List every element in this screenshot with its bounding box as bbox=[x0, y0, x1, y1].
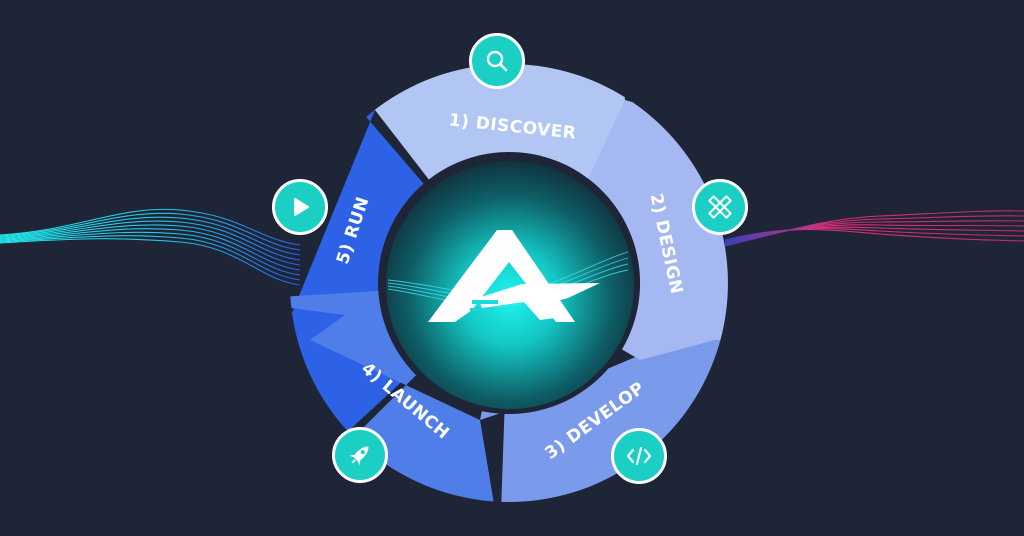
rocket-icon bbox=[349, 446, 369, 466]
search-icon bbox=[486, 50, 508, 72]
launch-badge[interactable] bbox=[332, 427, 388, 483]
center-circle bbox=[386, 161, 634, 409]
run-badge[interactable] bbox=[272, 179, 328, 235]
left-wave-lines bbox=[0, 208, 301, 286]
discover-badge[interactable] bbox=[469, 33, 525, 89]
design-badge[interactable] bbox=[692, 179, 748, 235]
pencil-ruler-icon bbox=[708, 195, 732, 219]
right-wave-lines bbox=[724, 210, 1024, 247]
play-icon bbox=[294, 198, 309, 216]
code-icon bbox=[626, 446, 652, 466]
rocket-a-logo bbox=[428, 230, 600, 322]
develop-badge[interactable] bbox=[611, 428, 667, 484]
